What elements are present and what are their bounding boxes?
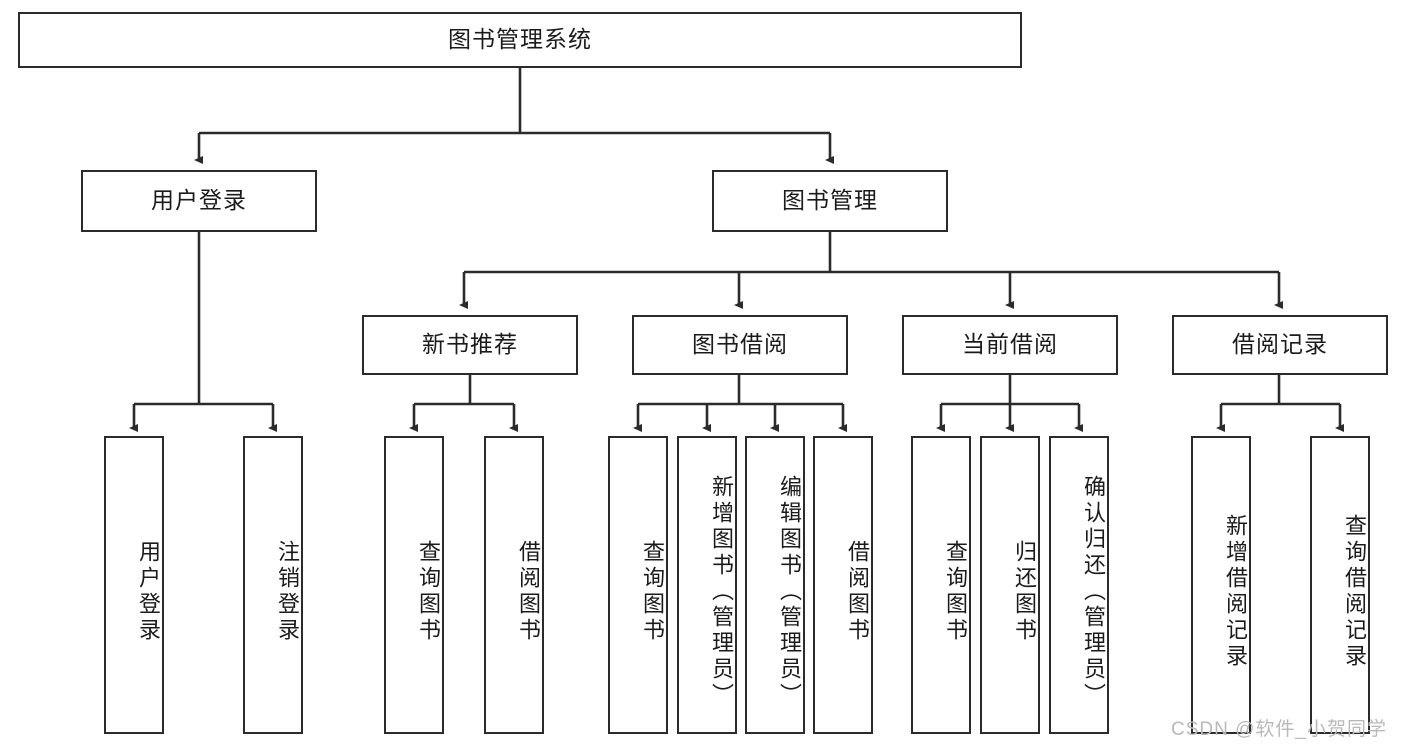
leaf-label: 归还图书: [1012, 540, 1037, 644]
leaf-label: 查询图书: [943, 540, 968, 644]
node-root-system[interactable]: 图书管理系统: [18, 12, 1022, 68]
leaf-label: 用户登录: [136, 540, 161, 644]
leaf-label: 新增借阅记录: [1223, 514, 1248, 670]
leaf-borrow-book[interactable]: 借阅图书: [813, 436, 873, 734]
node-current-borrow[interactable]: 当前借阅: [902, 315, 1118, 375]
leaf-label: 查询借阅记录: [1342, 514, 1367, 670]
leaf-query-borrow-record[interactable]: 查询借阅记录: [1310, 436, 1370, 734]
leaf-add-book-admin[interactable]: 新增图书（管理员）: [677, 436, 737, 734]
leaf-logout[interactable]: 注销登录: [243, 436, 303, 734]
leaf-label: 新增图书（管理员）: [709, 475, 734, 709]
leaf-label: 确认归还（管理员）: [1081, 475, 1106, 709]
leaf-label: 注销登录: [275, 540, 300, 644]
leaf-query-book-current[interactable]: 查询图书: [911, 436, 971, 734]
leaf-query-book-recommend[interactable]: 查询图书: [384, 436, 444, 734]
leaf-query-book-borrow[interactable]: 查询图书: [608, 436, 668, 734]
node-book-borrow[interactable]: 图书借阅: [632, 315, 848, 375]
node-user-login[interactable]: 用户登录: [81, 170, 317, 232]
leaf-label: 借阅图书: [516, 540, 541, 644]
leaf-user-login[interactable]: 用户登录: [104, 436, 164, 734]
leaf-add-borrow-record[interactable]: 新增借阅记录: [1191, 436, 1251, 734]
leaf-label: 查询图书: [640, 540, 665, 644]
node-new-book-recommend[interactable]: 新书推荐: [362, 315, 578, 375]
leaf-label: 查询图书: [416, 540, 441, 644]
node-borrow-records[interactable]: 借阅记录: [1172, 315, 1388, 375]
leaf-confirm-return-admin[interactable]: 确认归还（管理员）: [1049, 436, 1109, 734]
leaf-borrow-book-recommend[interactable]: 借阅图书: [484, 436, 544, 734]
csdn-watermark: CSDN @软件_小贺同学: [1171, 719, 1387, 740]
leaf-edit-book-admin[interactable]: 编辑图书（管理员）: [745, 436, 805, 734]
leaf-label: 借阅图书: [845, 540, 870, 644]
leaf-label: 编辑图书（管理员）: [777, 475, 802, 709]
leaf-return-book[interactable]: 归还图书: [980, 436, 1040, 734]
node-book-management[interactable]: 图书管理: [712, 170, 948, 232]
